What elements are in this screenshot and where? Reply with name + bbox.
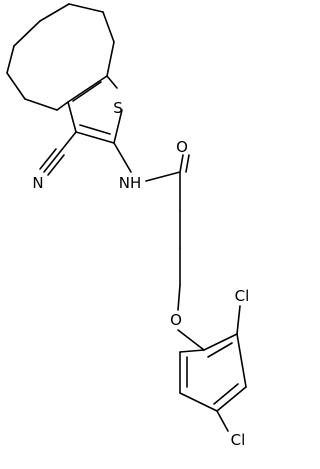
nitrile-nitrogen-label: N <box>32 174 43 192</box>
chlorine-para-label: Cl <box>231 431 246 449</box>
sulfur-label: S <box>113 99 123 117</box>
cyclooctane-ring <box>6 3 115 111</box>
amide-linkage <box>113 142 190 182</box>
chlorine-bonds <box>216 305 241 432</box>
chlorine-ortho-label: Cl <box>235 287 250 305</box>
dichlorophenyl-ring <box>179 333 247 412</box>
carbonyl-oxygen-label: O <box>176 138 188 156</box>
nitrile-group <box>39 131 77 176</box>
ether-linkage <box>177 284 205 351</box>
amide-nh-label: NH <box>119 174 142 192</box>
ether-oxygen-label: O <box>170 311 182 329</box>
molecule-structure: S N NH O O Cl Cl <box>6 3 250 449</box>
thiophene-ring <box>56 75 123 144</box>
